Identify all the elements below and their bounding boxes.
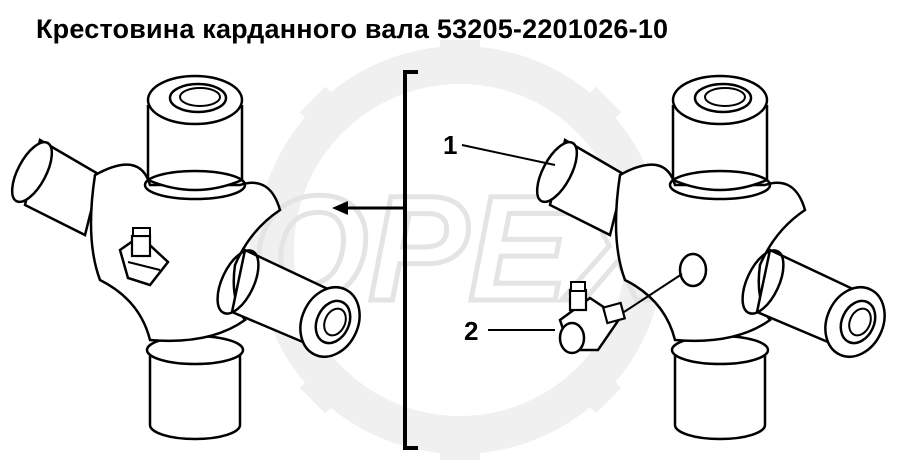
diagram-title: Крестовина карданного вала 53205-2201026… — [36, 14, 669, 44]
leader-line-1 — [461, 144, 556, 166]
watermark-logo: OPEX — [249, 40, 679, 460]
grease-fitting-installed — [118, 227, 170, 287]
spider-exploded — [527, 74, 897, 441]
grease-fitting-part — [558, 281, 627, 355]
assembly-bracket — [403, 70, 418, 450]
assembly-arrow — [332, 201, 405, 215]
callout-1: 1 — [443, 130, 457, 160]
leader-line-hole — [623, 273, 683, 313]
callout-2: 2 — [464, 316, 478, 346]
spider-assembled — [2, 74, 372, 441]
